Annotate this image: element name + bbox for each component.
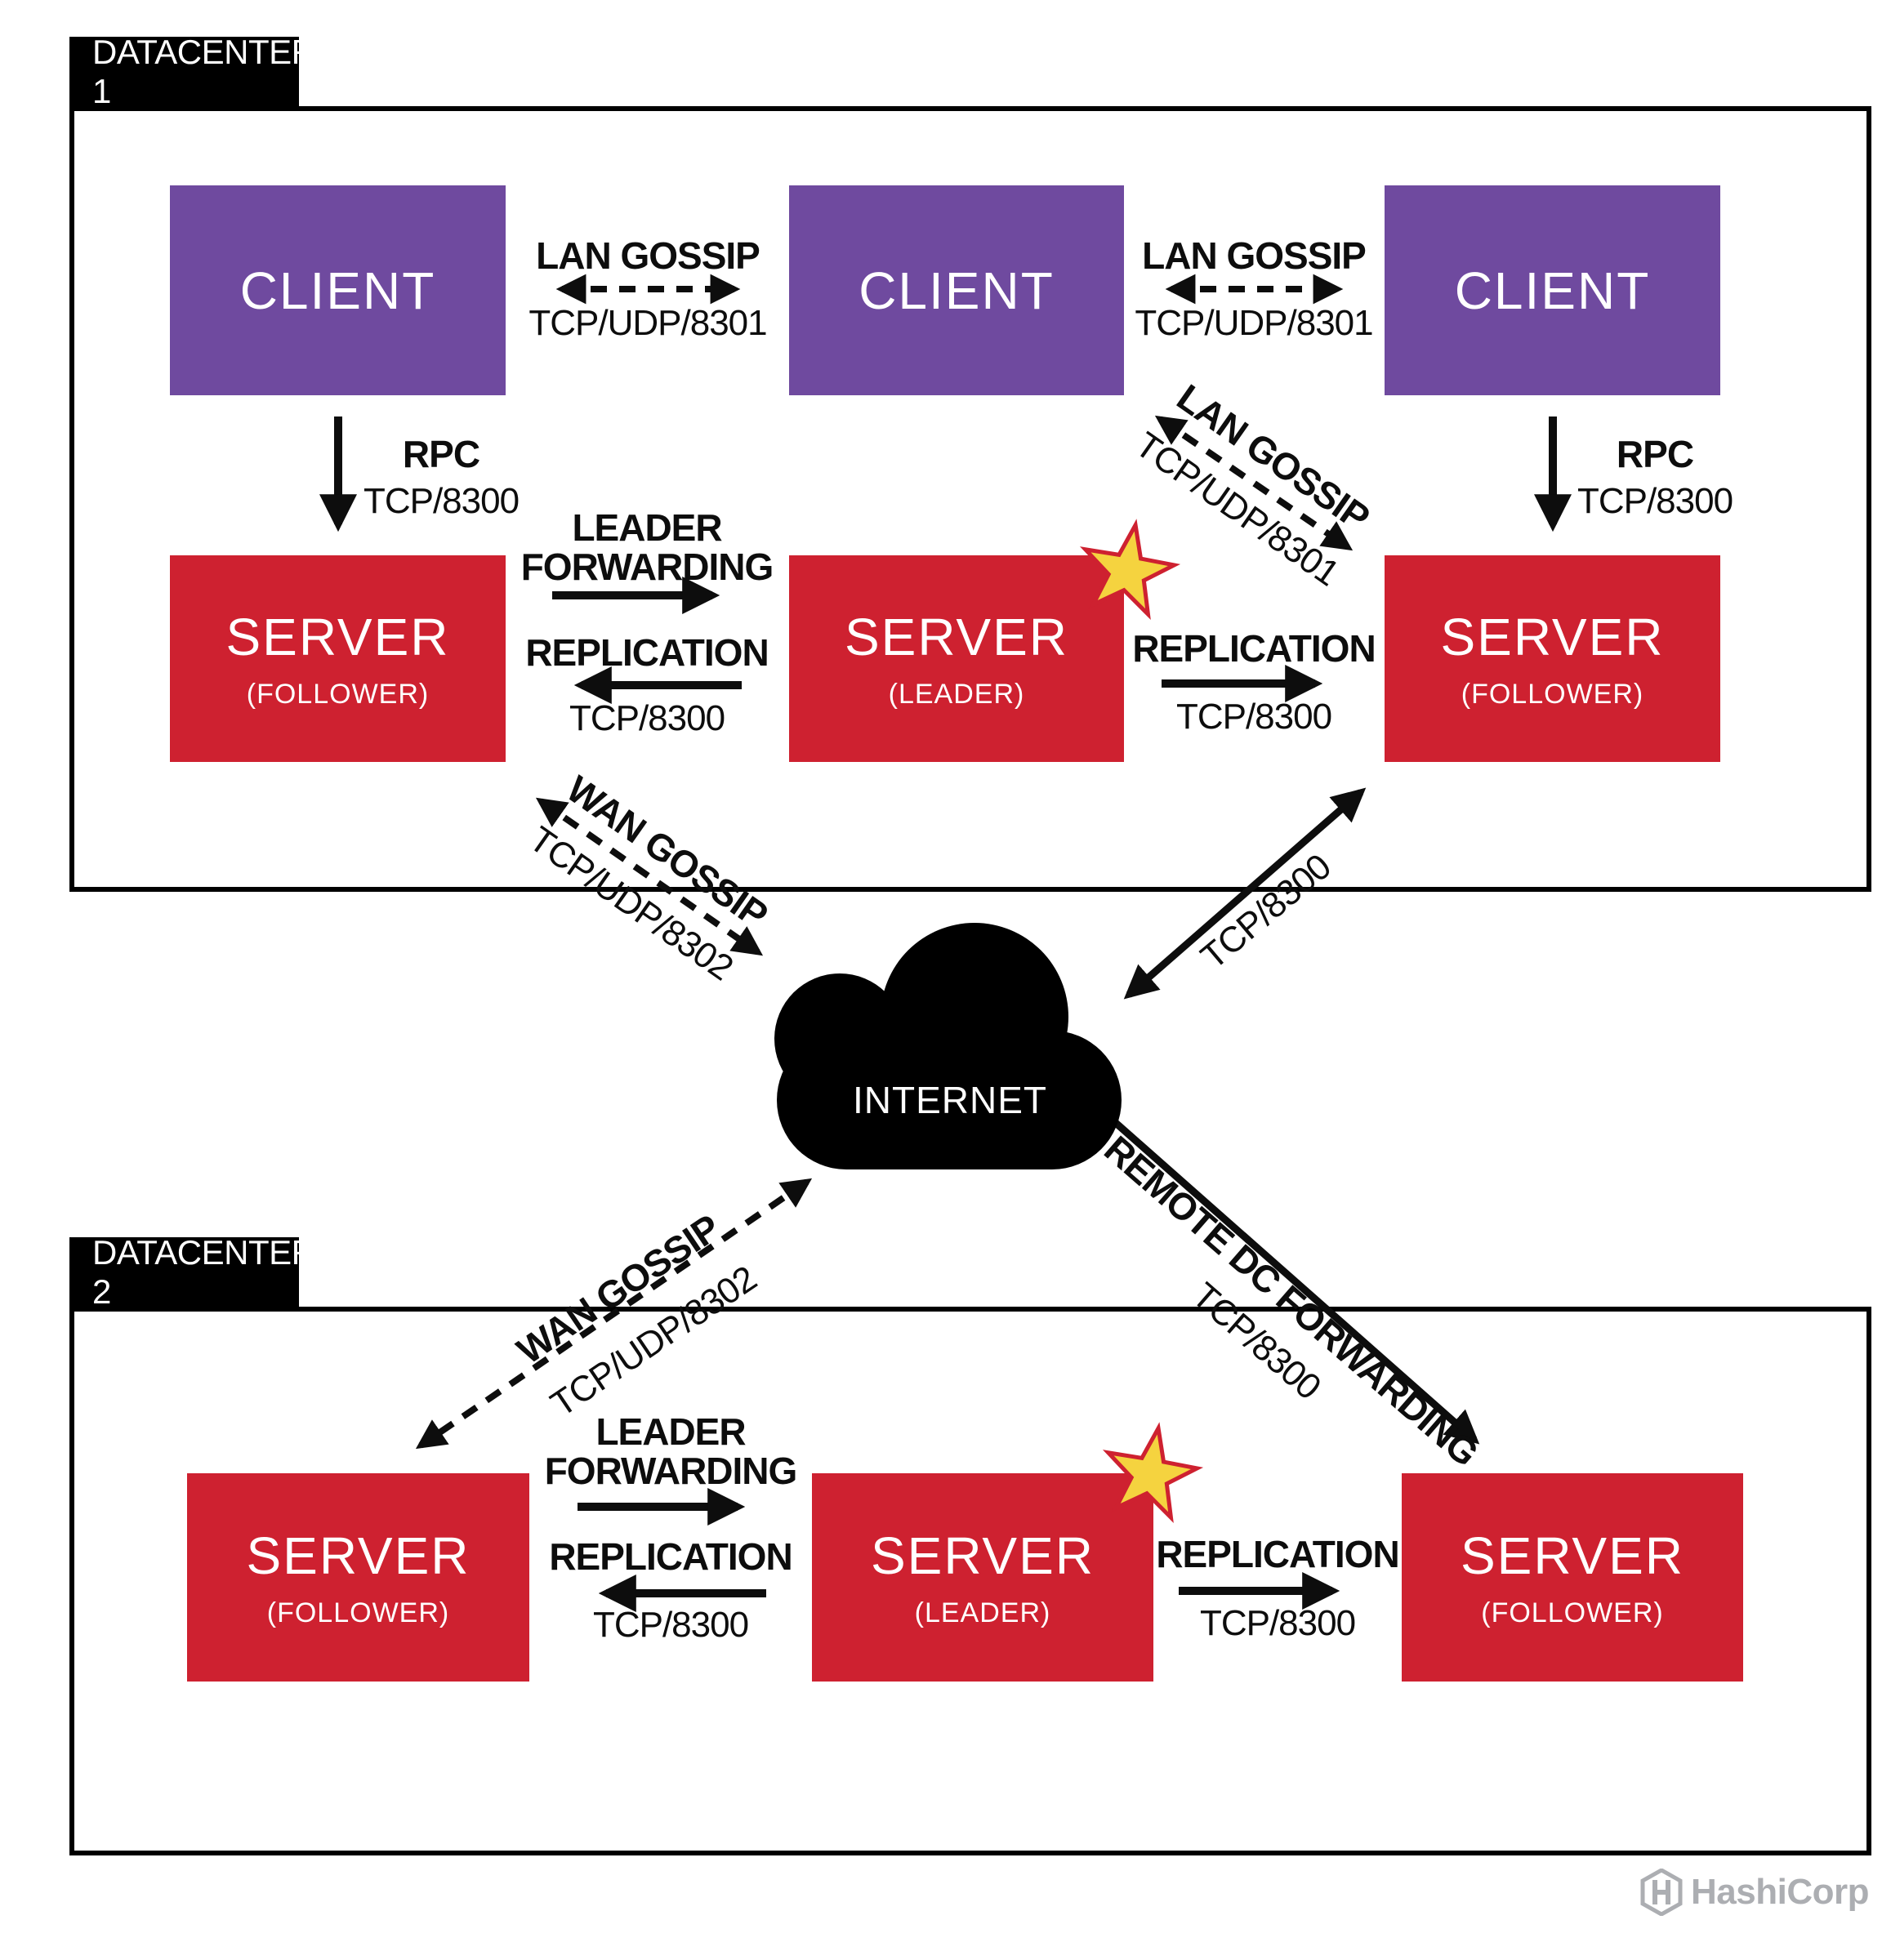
rpc-left-label-group: RPC TCP/8300 (363, 432, 520, 522)
datacenter1-label: DATACENTER 1 (69, 33, 316, 110)
lan-gossip-right-port: TCP/UDP/8301 (1135, 303, 1373, 343)
dc1-server-follower-left: SERVER (FOLLOWER) (170, 555, 506, 762)
dc1-client-1-title: CLIENT (239, 261, 436, 320)
dc1-server-1-title: SERVER (225, 608, 450, 666)
lan-gossip-right-label: LAN GOSSIP (1142, 234, 1367, 277)
dc2-server-3-title: SERVER (1460, 1526, 1685, 1585)
rpc-left-port: TCP/8300 (363, 481, 520, 521)
rpc-right-label-group: RPC TCP/8300 (1577, 432, 1733, 522)
internet-cloud-icon (774, 923, 1122, 1169)
hashicorp-logo: HashiCorp (1640, 1869, 1869, 1916)
dc1-client-1: CLIENT (170, 185, 506, 395)
dc2-server-2-title: SERVER (870, 1526, 1095, 1585)
dc1-replication-left-label: REPLICATION (525, 631, 769, 674)
dc1-client-3: CLIENT (1385, 185, 1720, 395)
dc1-client-2-title: CLIENT (859, 261, 1055, 320)
dc1-server-follower-right: SERVER (FOLLOWER) (1385, 555, 1720, 762)
dc2-server-leader: SERVER (LEADER) (812, 1473, 1153, 1682)
dc2-leader-label-line2: FORWARDING (544, 1450, 798, 1492)
rpc-left-label: RPC (402, 433, 480, 475)
lan-gossip-left-label: LAN GOSSIP (536, 234, 760, 277)
hashicorp-wordmark: HashiCorp (1691, 1872, 1869, 1912)
dc1-server-2-role: (LEADER) (888, 679, 1025, 710)
dc1-server-2-title: SERVER (844, 608, 1069, 666)
dc2-replication-left-label: REPLICATION (549, 1535, 792, 1578)
dc1-replication-left-port: TCP/8300 (569, 698, 725, 738)
dc1-server-3-role: (FOLLOWER) (1461, 679, 1644, 710)
dc2-replication-left-port: TCP/8300 (592, 1605, 749, 1645)
dc2-server-follower-left: SERVER (FOLLOWER) (187, 1473, 529, 1682)
dc2-server-1-role: (FOLLOWER) (266, 1597, 450, 1628)
dc1-leader-label-line1: LEADER (572, 506, 722, 549)
dc1-server-1-role: (FOLLOWER) (246, 679, 430, 710)
rpc-right-label: RPC (1616, 433, 1694, 475)
datacenter1-box (69, 106, 1871, 892)
datacenter2-label: DATACENTER 2 (69, 1233, 316, 1311)
datacenter2-box (69, 1307, 1871, 1855)
lan-gossip-left-port: TCP/UDP/8301 (528, 303, 767, 343)
dc1-server-leader: SERVER (LEADER) (789, 555, 1124, 762)
dc1-client-3-title: CLIENT (1454, 261, 1651, 320)
dc1-replication-right-label: REPLICATION (1132, 627, 1376, 670)
internet-label: INTERNET (853, 1079, 1047, 1121)
dc1-replication-right-port: TCP/8300 (1175, 697, 1332, 737)
dc2-server-2-role: (LEADER) (914, 1597, 1051, 1628)
datacenter1-label-text: DATACENTER 1 (92, 32, 316, 110)
rpc-right-port: TCP/8300 (1577, 481, 1733, 521)
hashicorp-mark-icon (1640, 1869, 1683, 1916)
datacenter2-label-text: DATACENTER 2 (92, 1232, 316, 1311)
dc2-server-1-title: SERVER (246, 1526, 471, 1585)
dc2-server-3-role: (FOLLOWER) (1481, 1597, 1664, 1628)
dc2-replication-right-port: TCP/8300 (1199, 1603, 1356, 1643)
dc1-client-2: CLIENT (789, 185, 1124, 395)
dc1-server-3-title: SERVER (1440, 608, 1665, 666)
dc2-leader-label-line1: LEADER (595, 1410, 746, 1453)
dc1-leader-label-line2: FORWARDING (520, 546, 774, 588)
dc2-server-follower-right: SERVER (FOLLOWER) (1402, 1473, 1743, 1682)
dc2-replication-right-label: REPLICATION (1156, 1533, 1399, 1575)
